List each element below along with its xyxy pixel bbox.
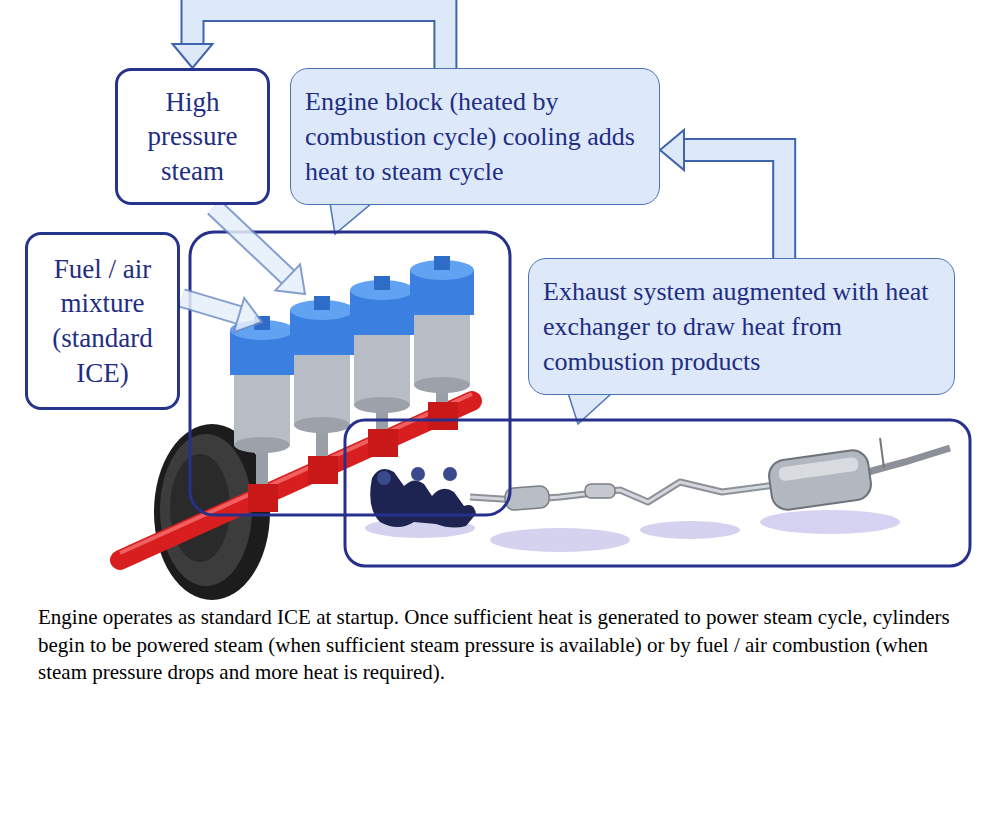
muffler-highlight <box>778 457 859 482</box>
node-text: High pressure steam <box>126 85 259 189</box>
arrow-outline <box>193 10 446 68</box>
caption: Engine operates as standard ICE at start… <box>38 604 978 687</box>
label-box: High pressure steam <box>115 68 270 205</box>
exhaust-manifold <box>370 467 476 528</box>
label-box: Fuel / air mixture (standard ICE) <box>25 232 180 410</box>
callout-box: Exhaust system augmented with heat excha… <box>528 258 955 395</box>
arrow-outline <box>684 150 784 258</box>
callout-pointer <box>330 203 372 234</box>
exhaust-outline <box>345 420 970 566</box>
node-text: Fuel / air mixture (standard ICE) <box>36 252 169 390</box>
node-text: Exhaust system augmented with heat excha… <box>543 274 940 379</box>
tail-pipe <box>868 448 950 472</box>
resonator <box>585 484 615 498</box>
hanger <box>880 438 884 468</box>
input-arrow <box>182 298 262 332</box>
flow-arrow <box>173 10 446 68</box>
crankshaft <box>120 401 472 560</box>
arrow-body <box>684 150 784 258</box>
arrow-body <box>193 10 446 68</box>
arrow-head <box>660 130 684 170</box>
cylinders <box>230 256 474 512</box>
callout-box: Engine block (heated by combustion cycle… <box>290 68 660 205</box>
arrow-head <box>173 44 213 68</box>
flow-arrow <box>660 130 784 258</box>
input-arrow <box>214 207 305 294</box>
engine-outline <box>190 232 510 515</box>
muffler <box>767 448 873 511</box>
node-text: Engine block (heated by combustion cycle… <box>305 84 645 189</box>
